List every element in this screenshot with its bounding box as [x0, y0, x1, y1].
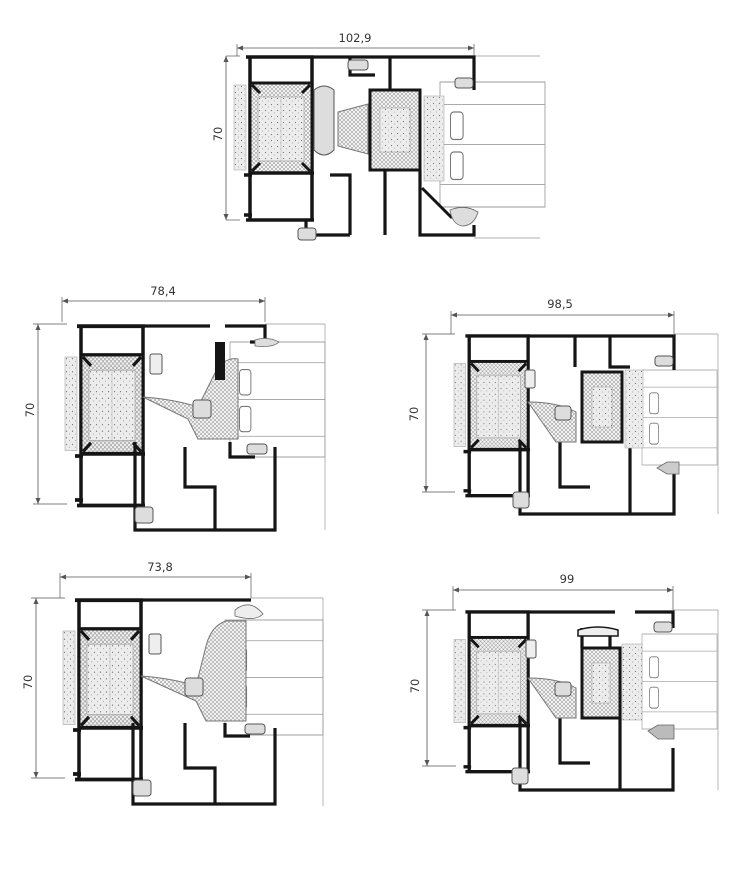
width-dimension-label: 99	[559, 572, 575, 586]
profile-section-1: 102,9 70	[210, 30, 550, 250]
width-dimension-label: 102,9	[338, 31, 372, 45]
profile-section-4: 73,8 70	[21, 558, 335, 810]
height-dimension-label: 70	[21, 674, 35, 690]
profile-section-5: 99 70	[400, 568, 730, 798]
height-dimension-label: 70	[407, 406, 421, 422]
profile-section-3: 98,5 70	[400, 292, 730, 522]
height-dimension-label: 70	[23, 402, 37, 418]
width-dimension-label: 73,8	[147, 560, 173, 574]
section-4-drawing	[31, 573, 324, 806]
section-1-drawing	[223, 44, 546, 241]
profile-section-2: 78,4 70	[23, 282, 335, 532]
section-2-drawing	[33, 297, 326, 532]
height-dimension-label: 70	[408, 678, 422, 694]
section-3-drawing	[422, 311, 719, 516]
width-dimension-label: 78,4	[150, 284, 176, 298]
height-dimension-label: 70	[211, 126, 225, 142]
width-dimension-label: 98,5	[547, 297, 573, 311]
section-5-drawing	[422, 586, 719, 792]
